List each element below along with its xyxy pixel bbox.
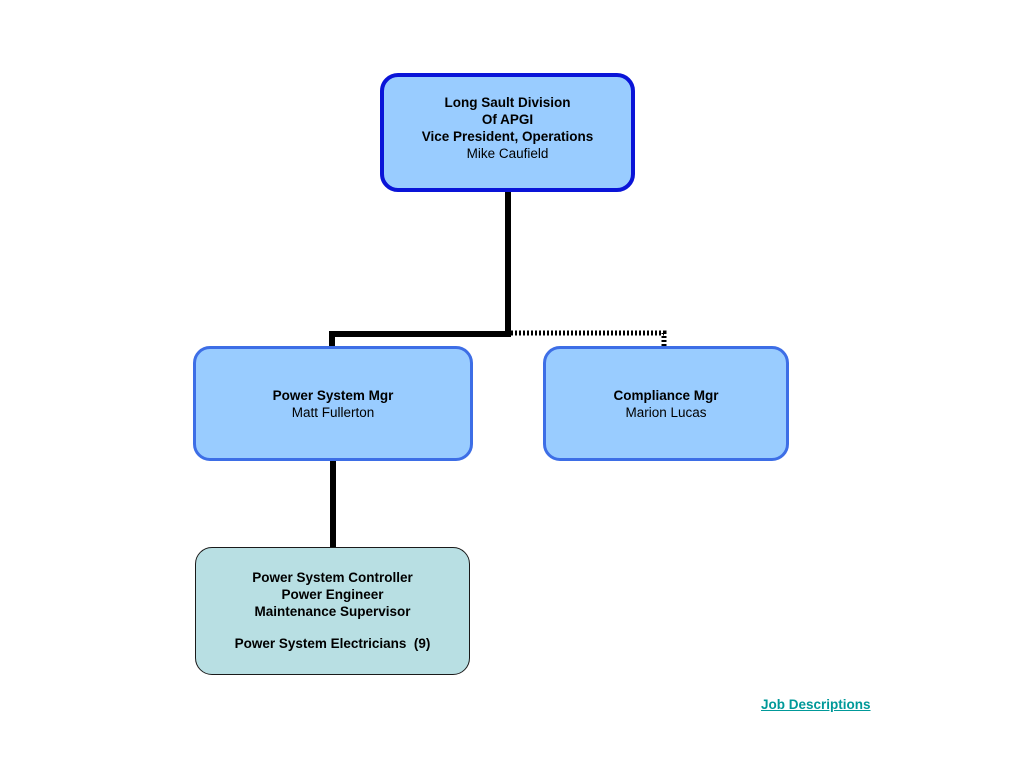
- job-descriptions-link[interactable]: Job Descriptions: [761, 697, 871, 712]
- vp-division-line2: Of APGI: [481, 112, 534, 127]
- staff-box: Power System Controller Power Engineer M…: [195, 547, 470, 675]
- power-system-mgr-title: Power System Mgr: [272, 388, 394, 403]
- vp-person: Mike Caufield: [466, 146, 549, 161]
- connector-to-power-system-mgr: [329, 331, 511, 346]
- power-system-mgr-box: Power System Mgr Matt Fullerton: [193, 346, 473, 461]
- staff-role-electricians: Power System Electricians (9): [234, 636, 431, 651]
- staff-role-engineer: Power Engineer: [281, 587, 384, 602]
- vp-division-line1: Long Sault Division: [444, 95, 571, 110]
- vp-operations-box: Long Sault Division Of APGI Vice Preside…: [380, 73, 635, 192]
- compliance-mgr-title: Compliance Mgr: [613, 388, 719, 403]
- staff-role-controller: Power System Controller: [252, 570, 413, 585]
- connector-to-compliance-mgr-dotted: [511, 330, 667, 346]
- compliance-mgr-person: Marion Lucas: [625, 405, 707, 420]
- vp-title: Vice President, Operations: [421, 129, 594, 144]
- compliance-mgr-box: Compliance Mgr Marion Lucas: [543, 346, 789, 461]
- staff-role-supervisor: Maintenance Supervisor: [254, 604, 411, 619]
- power-system-mgr-person: Matt Fullerton: [291, 405, 375, 420]
